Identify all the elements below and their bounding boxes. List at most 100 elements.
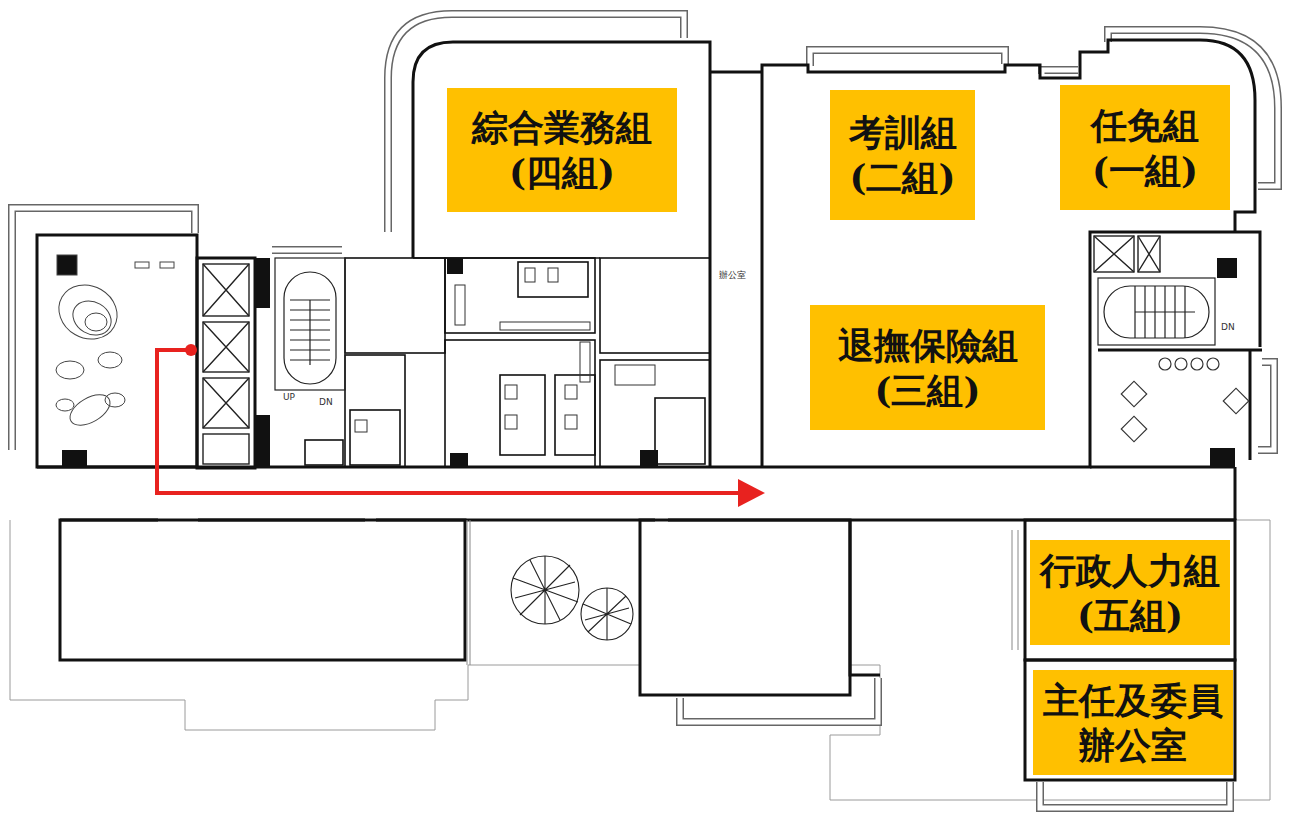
balcony-railing-inner xyxy=(12,208,195,450)
wall xyxy=(60,520,465,660)
toilet-fixture xyxy=(505,385,517,399)
wall xyxy=(850,520,880,675)
partition xyxy=(345,258,445,353)
column xyxy=(62,450,87,467)
elevator-symbol xyxy=(203,322,249,372)
partition xyxy=(600,258,710,353)
partition xyxy=(600,360,710,467)
tree-symbol xyxy=(583,588,631,640)
toilet-fixture xyxy=(565,385,577,399)
stair-symbol xyxy=(1135,286,1195,338)
stair-symbol xyxy=(1104,286,1209,338)
art-installation xyxy=(98,352,122,368)
partition xyxy=(345,355,405,467)
table-symbol xyxy=(1207,358,1219,370)
partition xyxy=(518,262,588,297)
route-arrow xyxy=(185,344,197,356)
department-label-box: 行政人力組 (五組) xyxy=(1030,540,1230,645)
department-name: 綜合業務組 (四組) xyxy=(455,105,669,195)
label-content: 綜合業務組 (四組) xyxy=(455,105,669,195)
stair-symbol xyxy=(275,258,1215,390)
balcony-railing-inner xyxy=(12,14,1278,808)
department-label-box: 考訓組 (二組) xyxy=(830,90,975,220)
table-symbol xyxy=(1121,416,1146,441)
plan-annotation: UP xyxy=(283,393,295,402)
table-symbol xyxy=(1159,358,1171,370)
balcony-railing xyxy=(810,50,1005,66)
tree-symbol xyxy=(513,556,578,624)
balcony-railing-inner xyxy=(810,50,1005,66)
route-arrow xyxy=(157,344,765,507)
site-outline xyxy=(10,520,640,730)
column xyxy=(57,255,1237,467)
column xyxy=(640,450,658,467)
label-content: 任免組 (一組) xyxy=(1068,103,1222,193)
stair-symbol xyxy=(1098,278,1215,345)
partition xyxy=(445,340,595,467)
route-arrow xyxy=(738,479,765,507)
column xyxy=(447,258,463,274)
toilet-fixture xyxy=(565,415,577,429)
partition xyxy=(305,440,343,465)
window-line xyxy=(1012,530,1018,650)
column xyxy=(57,255,77,275)
table-symbol xyxy=(1175,358,1187,370)
department-label-box: 任免組 (一組) xyxy=(1060,85,1230,210)
window-line xyxy=(467,520,470,665)
elevator-symbol xyxy=(203,322,249,372)
department-label-box: 退撫保險組 (三組) xyxy=(810,305,1045,430)
department-name: 行政人力組 (五組) xyxy=(1038,548,1222,638)
balcony-railing xyxy=(680,678,878,722)
site-outline xyxy=(10,520,1270,800)
toilet-fixture xyxy=(505,415,517,429)
site-outline xyxy=(830,520,1270,800)
partition xyxy=(655,398,705,464)
department-name: 退撫保險組 (三組) xyxy=(818,323,1037,413)
wall xyxy=(37,40,1262,780)
column xyxy=(255,258,270,308)
toilet-fixture xyxy=(355,268,655,432)
table-symbol xyxy=(1121,381,1146,406)
tree-symbol xyxy=(581,588,633,640)
label-content: 考訓組 (二組) xyxy=(838,110,967,200)
label-content: 主任及委員 辦公室 xyxy=(1041,678,1225,768)
partition xyxy=(555,375,595,455)
elevator-symbol xyxy=(203,434,249,464)
wall xyxy=(1234,467,1237,520)
toilet-fixture xyxy=(525,268,535,282)
balcony-railing-inner xyxy=(680,678,878,722)
column xyxy=(450,453,468,467)
label-content: 行政人力組 (五組) xyxy=(1038,548,1222,638)
elevator-symbol xyxy=(203,378,249,428)
toilet-fixture xyxy=(615,365,655,385)
art-installation xyxy=(49,274,127,349)
wall xyxy=(710,71,762,74)
balcony-railing xyxy=(1042,70,1078,74)
elevator-symbol xyxy=(1138,236,1160,272)
elevator-symbol xyxy=(203,264,249,316)
elevator-symbol xyxy=(1094,236,1134,272)
plan-annotation: 辦公室 xyxy=(719,271,746,280)
art-installation xyxy=(105,393,125,407)
stair-symbol xyxy=(290,300,330,365)
department-name: 主任及委員 辦公室 xyxy=(1041,678,1225,768)
toilet-fixture xyxy=(500,322,590,330)
wall xyxy=(1098,349,1262,352)
department-label-box: 綜合業務組 (四組) xyxy=(447,88,677,212)
art-installation xyxy=(67,294,118,342)
elevator-symbol xyxy=(203,236,1160,464)
balcony-railing-inner xyxy=(1258,362,1274,450)
partition xyxy=(413,257,600,259)
department-name: 考訓組 (二組) xyxy=(838,110,967,200)
partition xyxy=(350,410,400,465)
art-installation xyxy=(160,262,174,268)
wall xyxy=(1249,350,1252,460)
toilet-fixture xyxy=(580,342,590,382)
balcony-railing-inner xyxy=(1040,782,1230,808)
art-installation xyxy=(85,313,107,331)
elevator-symbol xyxy=(203,378,249,428)
table-symbol xyxy=(1191,358,1203,370)
toilet-fixture xyxy=(455,285,465,325)
department-label-box: 主任及委員 辦公室 xyxy=(1033,670,1233,775)
